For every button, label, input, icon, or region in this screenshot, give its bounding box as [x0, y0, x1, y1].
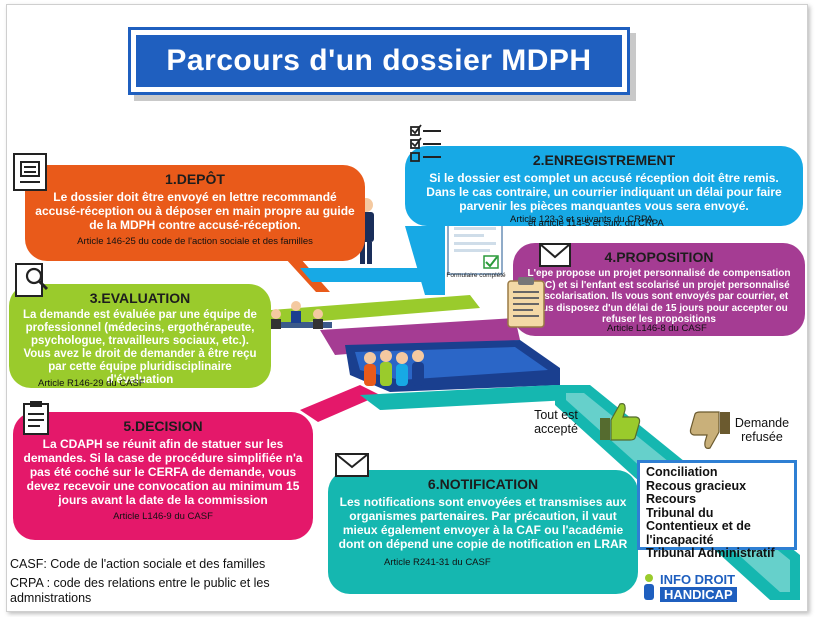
step-evaluation-body: La demande est évaluée par une équipe de… [23, 309, 257, 386]
step-notification-card: 6.NOTIFICATION Les notifications sont en… [328, 470, 638, 594]
remedies-box: Conciliation Recous gracieux Recours Tri… [637, 460, 797, 560]
title-banner: Parcours d'un dossier MDPH [131, 30, 627, 92]
step-enregistrement-body: Si le dossier est complet un accusé réce… [426, 171, 782, 213]
logo-badge-icon [644, 574, 654, 600]
step-evaluation-heading: 3.EVALUATION [89, 290, 191, 306]
step-proposition-article: Article L146-8 du CASF [607, 323, 707, 334]
step-decision-article: Article L146-9 du CASF [113, 511, 213, 522]
checklist-icon [410, 124, 441, 162]
logo-line-2: HANDICAP [660, 587, 737, 602]
step-decision-heading: 5.DECISION [123, 418, 203, 434]
remedy-item: Tribunal Administratif [646, 546, 775, 560]
teal-road [360, 385, 570, 410]
glossary-crpa: CRPA : code des relations entre le publi… [10, 576, 270, 605]
blue-lane [405, 226, 445, 295]
magnifier-icon [15, 263, 49, 297]
step-notification-article: Article R241-31 du CASF [384, 557, 491, 568]
thumbs-down-icon [689, 411, 730, 449]
step-enregistrement-heading: 2.ENREGISTREMENT [532, 152, 676, 168]
info-droit-handicap-logo: INFO DROIT HANDICAP [640, 570, 758, 604]
step-enregistrement-card: 2.ENREGISTREMENT Si le dossier est compl… [405, 146, 803, 226]
remedy-item: Tribunal du Contentieux et de l'incapaci… [646, 505, 751, 547]
page-title: Parcours d'un dossier MDPH [166, 44, 592, 77]
step-enregistrement-article-2: et article 114-5 et suiv. du CRPA [528, 218, 664, 229]
step-evaluation-card: 3.EVALUATION La demande est évaluée par … [9, 284, 271, 388]
step-depot-heading: 1.DEPÔT [165, 171, 225, 187]
notification-envelope-icon [335, 453, 369, 477]
envelope-icon [539, 243, 571, 267]
blue-lane-bend [300, 268, 445, 282]
step-decision-body: La CDAPH se réunit afin de statuer sur l… [23, 437, 303, 507]
remedy-item: Recours [646, 492, 697, 506]
step-evaluation-article: Article R146-29 du CASF [38, 378, 145, 389]
step-notification-body: Les notifications sont envoyées et trans… [338, 495, 628, 551]
accepted-label: Tout est accepté [534, 408, 578, 436]
people-group [364, 350, 424, 386]
remedy-item: Conciliation [646, 465, 718, 479]
step-enregistrement-article-1: Article 123-3 et suivants du CRPA [510, 214, 653, 225]
glossary-casf: CASF: Code de l'action sociale et des fa… [10, 557, 266, 571]
decision-document-icon [23, 401, 49, 435]
step-proposition-heading: 4.PROPOSITION [604, 249, 714, 265]
step-depot-card: 1.DEPÔT Le dossier doit être envoyé en l… [25, 165, 365, 261]
thumbs-up-icon [600, 403, 641, 441]
step-notification-heading: 6.NOTIFICATION [427, 476, 539, 492]
step-depot-article: Article 146-25 du code de l'action socia… [77, 236, 313, 247]
step-depot-body: Le dossier doit être envoyé en lettre re… [35, 190, 355, 232]
meeting-table [262, 301, 332, 329]
logo-line-1: INFO DROIT [660, 572, 736, 587]
form-document-label: Formulaire complété [446, 272, 506, 279]
pink-road [300, 385, 380, 422]
step-decision-card: 5.DECISION La CDAPH se réunit afin de st… [13, 412, 313, 540]
document-icon [13, 153, 47, 191]
remedy-item: Recous gracieux [646, 478, 747, 493]
refused-label: Demande refusée [734, 416, 790, 444]
clipboard-icon [507, 277, 545, 328]
green-lane [271, 295, 480, 325]
step-proposition-body: L'epe propose un projet personnalisé de … [527, 268, 791, 325]
